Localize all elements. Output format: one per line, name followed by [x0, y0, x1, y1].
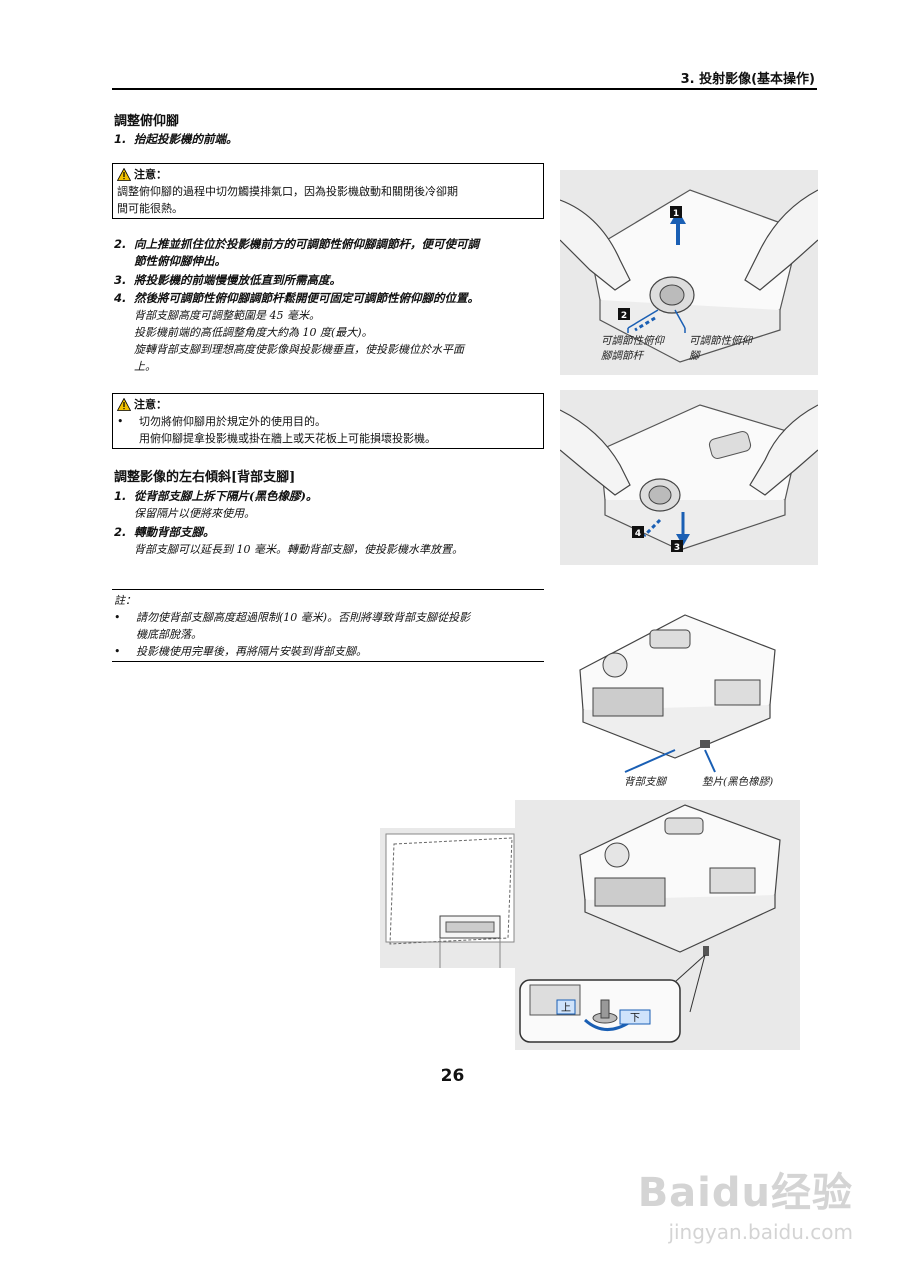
detail-line: 上。: [134, 360, 156, 373]
down-label-box: [619, 1009, 651, 1025]
bullet: •: [114, 611, 121, 624]
header-rule: [112, 88, 817, 90]
step-text: 轉動背部支腳。: [134, 525, 215, 539]
rear-step-2: 2. 轉動背部支腳。: [114, 524, 215, 540]
note-line: 請勿使背部支腳高度超過限制(10 毫米)。否則將導致背部支腳從投影: [136, 611, 471, 624]
step-number: 1.: [114, 489, 127, 503]
rear-step-1-detail: 保留隔片以便將來使用。: [134, 507, 255, 520]
notes-block: 註： • 請勿使背部支腳高度超過限制(10 毫米)。否則將導致背部支腳從投影 機底…: [114, 592, 544, 660]
bullet: •: [114, 645, 121, 658]
note-line: 投影機使用完畢後，再將隔片安裝到背部支腳。: [136, 645, 367, 658]
caption-line: 可調節性俯仰: [601, 335, 664, 347]
callout-badge: [671, 540, 683, 552]
label-lever: 可調節性俯仰 腳調節杆: [601, 334, 664, 364]
step-text: 向上推並抓住位於投影機前方的可調節性俯仰腳調節杆，便可使可調: [134, 237, 479, 251]
caution-box-1: 注意： 調整俯仰腳的過程中切勿觸摸排氣口，因為投影機啟動和關閉後冷卻期 間可能很…: [112, 163, 544, 219]
note-line: 機底部脫落。: [136, 628, 202, 641]
callout-badge: [670, 206, 682, 218]
caption-line: 腳: [689, 350, 700, 362]
step-2: 2. 向上推並抓住位於投影機前方的可調節性俯仰腳調節杆，便可使可調 節性俯仰腳伸出…: [114, 236, 479, 270]
notes-rule-bottom: [112, 661, 544, 662]
step-text: 然後將可調節性俯仰腳調節杆鬆開便可固定可調節性俯仰腳的位置。: [134, 291, 479, 305]
figure-lower-front: 4 3: [560, 390, 818, 565]
step-text: 抬起投影機的前端。: [134, 132, 238, 146]
rear-step-2-detail: 背部支腳可以延長到 10 毫米。轉動背部支腳，使投影機水準放置。: [134, 543, 463, 556]
step-number: 2.: [114, 237, 127, 251]
step-4: 4. 然後將可調節性俯仰腳調節杆鬆開便可固定可調節性俯仰腳的位置。: [114, 290, 479, 306]
section-title-tilt-foot: 調整俯仰腳: [114, 114, 180, 129]
step-text: 從背部支腳上拆下隔片(黑色橡膠)。: [134, 489, 318, 503]
step-number: 2.: [114, 525, 127, 539]
step-number: 4.: [114, 291, 127, 305]
callout-badge: [618, 308, 630, 320]
label-tilt-foot: 可調節性俯仰 腳: [689, 334, 752, 364]
label-up: 上: [561, 1002, 571, 1014]
step-1: 1. 抬起投影機的前端。: [114, 131, 238, 147]
detail-line: 投影機前端的高低調整角度大約為 10 度(最大)。: [134, 326, 373, 339]
watermark: Baidu经验 jingyan.baidu.com: [638, 1160, 853, 1244]
caution-text-line: 調整俯仰腳的過程中切勿觸摸排氣口，因為投影機啟動和關閉後冷卻期: [117, 185, 458, 198]
step-text: 將投影機的前端慢慢放低直到所需高度。: [134, 273, 341, 287]
label-down: 下: [630, 1013, 640, 1024]
step-4-details: 背部支腳高度可調整範圍是 45 毫米。 投影機前端的高低調整角度大約為 10 度…: [134, 307, 464, 375]
detail-line: 旋轉背部支腳到理想高度使影像與投影機垂直，使投影機位於水平面: [134, 343, 464, 356]
chapter-title: 3. 投射影像(基本操作): [680, 72, 815, 87]
rear-step-1: 1. 從背部支腳上拆下隔片(黑色橡膠)。: [114, 488, 317, 504]
caution-heading: 注意：: [117, 396, 539, 413]
section-title-rear-foot: 調整影像的左右傾斜[背部支腳]: [114, 470, 296, 485]
caution-label: 注意：: [134, 398, 167, 411]
figure-rear-foot-spacer: [575, 610, 785, 775]
figure-screen-tilt: [380, 828, 520, 968]
caption-line: 可調節性俯仰: [689, 335, 752, 347]
warning-icon: [117, 398, 131, 411]
up-label-box: [556, 999, 576, 1015]
step-3: 3. 將投影機的前端慢慢放低直到所需高度。: [114, 272, 341, 288]
step-text: 節性俯仰腳伸出。: [134, 254, 226, 268]
callout-number: 1: [673, 209, 679, 219]
warning-icon: [117, 168, 131, 181]
caution-heading: 注意：: [117, 166, 539, 183]
callout-badge: [632, 526, 644, 538]
caution-box-2: 注意： • 切勿將俯仰腳用於規定外的使用目的。 用俯仰腳提拿投影機或掛在牆上或天花…: [112, 393, 544, 449]
figure-lift-front: 1 2: [560, 170, 818, 375]
page-number: 26: [440, 1066, 465, 1086]
caption-line: 腳調節杆: [601, 350, 643, 362]
figure-rotate-rear-foot: 上 下: [515, 800, 800, 1050]
notes-rule-top: [112, 589, 544, 590]
step-number: 1.: [114, 132, 127, 146]
label-rear-foot: 背部支腳: [624, 776, 666, 788]
callout-number: 4: [635, 529, 641, 539]
step-number: 3.: [114, 273, 127, 287]
caution-text-line: 間可能很熱。: [117, 202, 183, 215]
caution-text-line: 用俯仰腳提拿投影機或掛在牆上或天花板上可能損壞投影機。: [139, 432, 436, 445]
watermark-url: jingyan.baidu.com: [668, 1220, 853, 1244]
caution-text-line: 切勿將俯仰腳用於規定外的使用目的。: [139, 415, 326, 428]
bullet: •: [117, 415, 124, 428]
caution-label: 注意：: [134, 168, 167, 181]
callout-number: 3: [674, 543, 680, 553]
callout-number: 2: [621, 311, 627, 321]
watermark-brand: Baidu经验: [637, 1170, 853, 1216]
notes-label: 註：: [114, 594, 136, 607]
detail-line: 背部支腳高度可調整範圍是 45 毫米。: [134, 309, 320, 322]
label-spacer: 墊片(黑色橡膠): [702, 776, 774, 788]
